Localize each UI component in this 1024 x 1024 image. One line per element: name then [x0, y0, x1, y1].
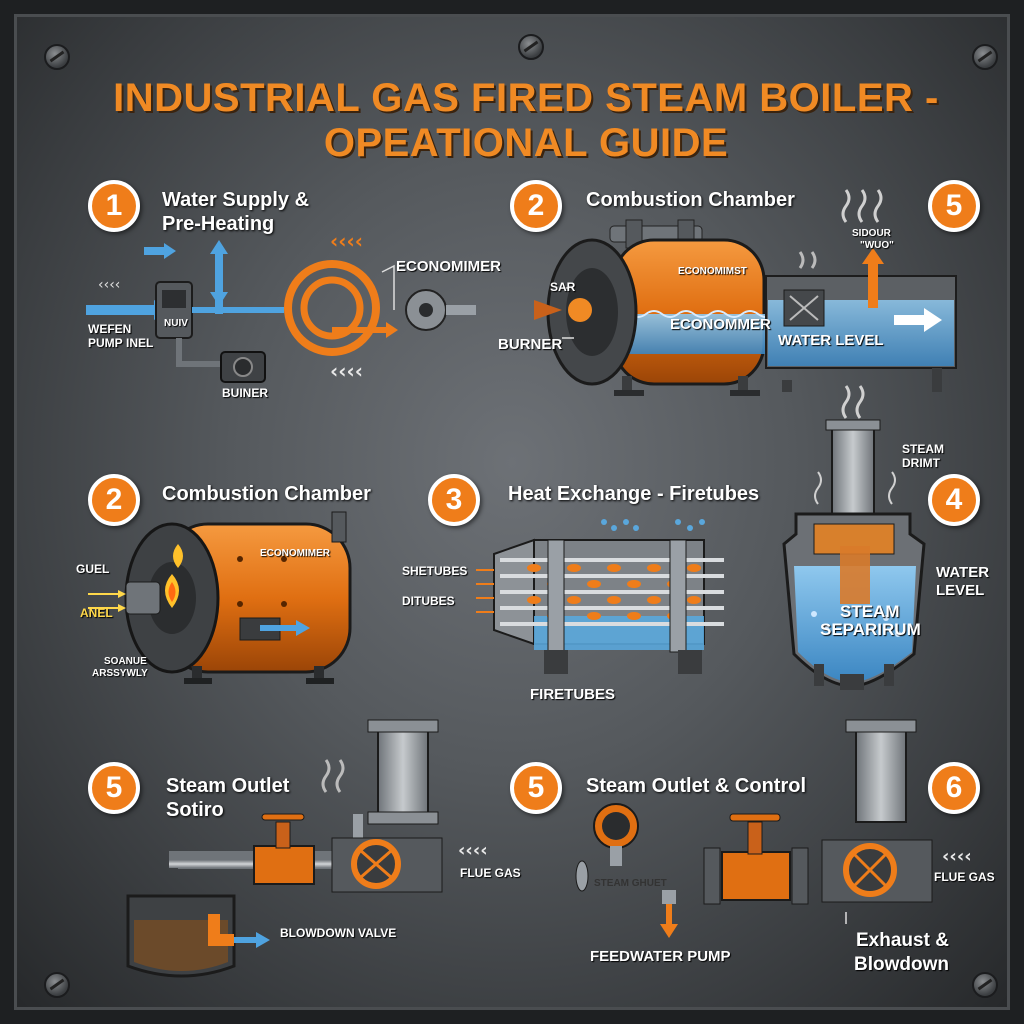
step-badge: 5 [928, 180, 980, 232]
firetubes-label: FIRETUBES [530, 686, 616, 703]
blowdown-valve-label: BLOWDOWN VALVE [280, 926, 397, 940]
combustion-chamber-mid-diagram [88, 511, 352, 684]
water-supply-diagram: ‹‹‹‹ ‹‹‹‹ ‹‹‹‹ [86, 229, 476, 383]
step-heading: Steam Outlet Sotiro [166, 774, 289, 822]
economizer-label: ECONOMIMST [678, 266, 747, 277]
steam-drum-label: DRIMT [902, 456, 940, 470]
blowdown-label: Blowdown [854, 954, 949, 975]
steam-label: SIDOUR [852, 228, 891, 239]
step-badge: 5 [88, 762, 140, 814]
pump-label: PUMP [88, 336, 123, 350]
valve-label: NUIV [164, 318, 188, 329]
svg-text:‹‹‹‹: ‹‹‹‹ [330, 229, 363, 253]
heading-line: Steam Outlet [166, 775, 290, 797]
step-badge: 4 [928, 474, 980, 526]
gas-label: SAR [550, 280, 576, 294]
burner-assembly-label: ARSSYWLY [92, 668, 148, 679]
fuel-label: GUEL [76, 562, 110, 576]
water-level-label: LEVEL [936, 582, 985, 599]
diagram-artwork: ‹‹‹‹ ‹‹‹‹ ‹‹‹‹ [86, 189, 972, 978]
steam-label: "WUO" [860, 240, 894, 251]
corner-bolt-icon [518, 34, 544, 60]
page-title: INDUSTRIAL GAS FIRED STEAM BOILER - OPEA… [113, 76, 939, 165]
combustion-chamber-top-diagram [534, 189, 957, 396]
heading-line: Pre-Heating [162, 213, 275, 235]
flue-gas-label: FLUE GAS [934, 870, 995, 884]
step-heading: Heat Exchange - Firetubes [508, 483, 760, 505]
water-level-label: WATER [936, 564, 990, 581]
step-badge: 2 [510, 180, 562, 232]
exhaust-label: Exhaust & [856, 930, 949, 951]
svg-text:‹‹‹‹: ‹‹‹‹ [458, 840, 488, 861]
fuel-label: ANEL [80, 606, 113, 620]
tubes-label: DITUBES [402, 594, 455, 608]
corner-bolt-icon [972, 44, 998, 70]
inlet-label: INEL [126, 336, 154, 350]
heading-line: Sotiro [166, 799, 224, 821]
step-badge: 1 [88, 180, 140, 232]
svg-text:‹‹‹‹: ‹‹‹‹ [98, 277, 120, 293]
step-heading: Steam Outlet & Control [586, 775, 807, 797]
corner-bolt-icon [44, 972, 70, 998]
economizer-label: ECONOMIMER [260, 548, 330, 559]
steam-drum-label: STEAM [902, 442, 944, 456]
step-heading: Combustion Chamber [162, 483, 371, 505]
burner-assembly-label: SOANUE [104, 656, 147, 667]
separator-label: SEPARIRUM [820, 620, 921, 639]
step-badge: 2 [88, 474, 140, 526]
corner-bolt-icon [972, 972, 998, 998]
step-heading: Combustion Chamber [586, 189, 795, 211]
flue-gas-label: FLUE GAS [460, 866, 521, 880]
step-badge: 5 [510, 762, 562, 814]
step-badge: 6 [928, 762, 980, 814]
step-badge: 3 [428, 474, 480, 526]
steam-separator-diagram [782, 385, 926, 690]
steam-outlet-control-diagram: ‹‹‹‹ [575, 719, 972, 938]
burner-label: BURNER [498, 336, 563, 353]
heading-line: Water Supply & [162, 189, 310, 211]
economizer-label: ECONOMIMER [396, 258, 501, 275]
steam-outlet-left-diagram: ‹‹‹‹ [126, 719, 488, 978]
economizer-label: ECONOMMER [670, 316, 771, 333]
inlet-label: WEFEN [88, 322, 132, 336]
separator-label: STEAM [840, 602, 900, 621]
tubes-label: SHETUBES [402, 564, 468, 578]
svg-text:‹‹‹‹: ‹‹‹‹ [942, 846, 972, 867]
firetubes-diagram [476, 519, 724, 674]
corner-bolt-icon [44, 44, 70, 70]
svg-text:‹‹‹‹: ‹‹‹‹ [330, 359, 363, 383]
burner-label: BUINER [222, 386, 269, 400]
steam-outlet-label: STEAM GHUET [594, 878, 667, 889]
step-heading: Water Supply & Pre-Heating [162, 188, 309, 236]
feedwater-pump-label: FEEDWATER PUMP [590, 948, 731, 965]
water-level-label: WATER LEVEL [778, 332, 884, 349]
